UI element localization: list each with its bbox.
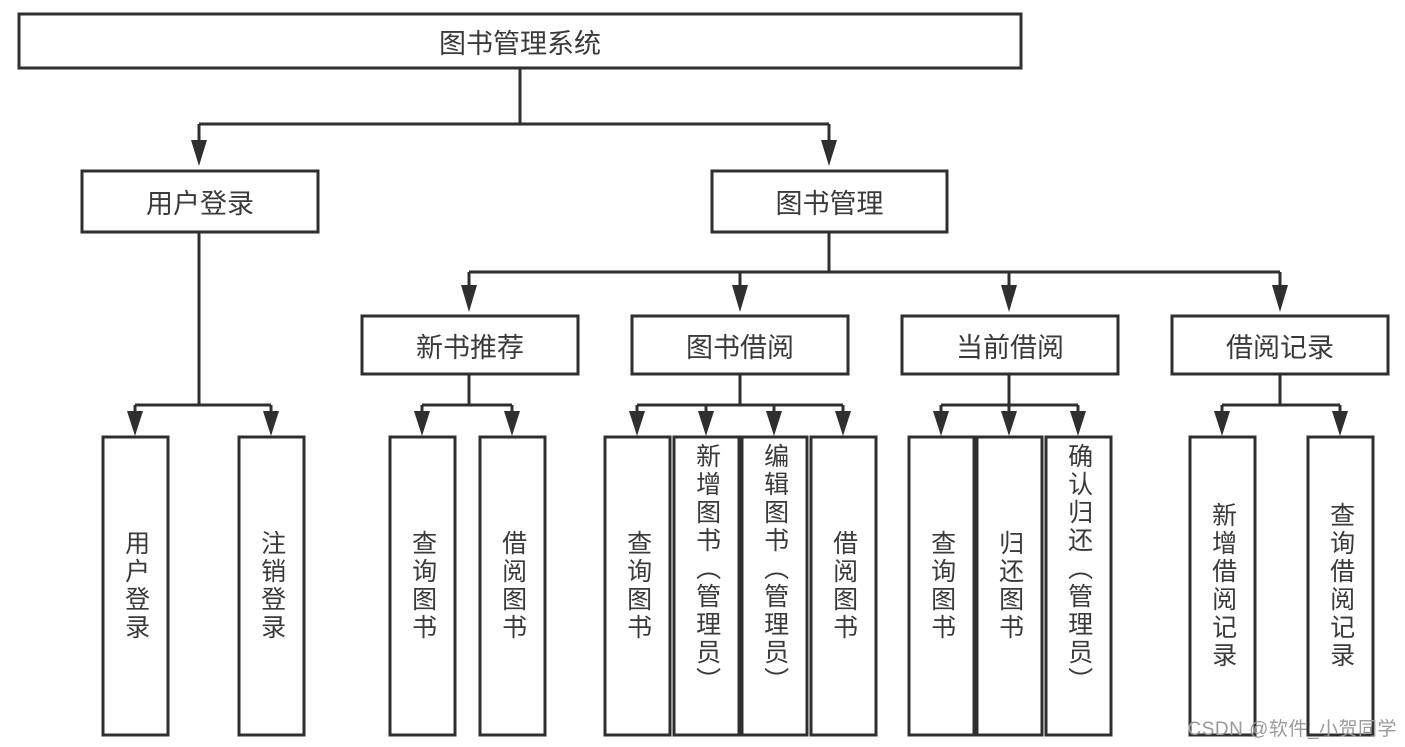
arrowhead-current-borrow xyxy=(1001,285,1017,312)
node-leaf-cb-return-book-box[interactable] xyxy=(975,435,1044,737)
node-leaf-cb-confirm-return-box[interactable] xyxy=(1044,435,1113,737)
arrowhead-cb-return-book xyxy=(1001,411,1017,436)
arrowhead-borrow-record xyxy=(1272,285,1288,312)
node-book-borrow-box[interactable] xyxy=(630,314,850,376)
node-leaf-nb-borrow-book-box[interactable] xyxy=(478,435,547,737)
node-leaf-br-query-record-box[interactable] xyxy=(1306,435,1375,737)
arrowhead-bb-edit-book xyxy=(766,411,782,436)
node-leaf-bb-add-book-box[interactable] xyxy=(672,435,741,737)
arrowhead-book-borrow xyxy=(732,285,748,312)
arrowhead-bb-borrow-book xyxy=(835,411,851,436)
arrowhead-bb-query-book xyxy=(629,411,645,436)
arrowhead-leaf-logout xyxy=(263,411,279,436)
arrowhead-bb-add-book xyxy=(698,411,714,436)
node-leaf-bb-borrow-book-box[interactable] xyxy=(809,435,878,737)
arrowhead-br-add-record xyxy=(1214,411,1230,436)
watermark-text: CSDN @软件_小贺同学 xyxy=(1187,719,1397,740)
node-leaf-user-login-box[interactable] xyxy=(101,435,170,737)
node-leaf-nb-query-book-box[interactable] xyxy=(388,435,457,737)
arrowhead-nb-query-book xyxy=(414,411,430,436)
arrowhead-leaf-user-login xyxy=(127,411,143,436)
arrowhead-br-query-record xyxy=(1332,411,1348,436)
arrowhead-user-login xyxy=(191,140,207,166)
node-leaf-br-add-record-box[interactable] xyxy=(1188,435,1257,737)
node-current-borrow-box[interactable] xyxy=(900,314,1120,376)
node-book-management-box[interactable] xyxy=(710,169,949,234)
node-new-book-recommend-box[interactable] xyxy=(360,314,580,376)
node-leaf-bb-query-book-box[interactable] xyxy=(603,435,672,737)
node-root-box[interactable] xyxy=(17,12,1023,70)
arrowhead-cb-confirm-return xyxy=(1070,411,1086,436)
arrowhead-cb-query-book xyxy=(933,411,949,436)
node-leaf-bb-edit-book-box[interactable] xyxy=(740,435,809,737)
node-borrow-record-box[interactable] xyxy=(1170,314,1390,376)
node-leaf-cb-query-book-box[interactable] xyxy=(907,435,976,737)
node-user-login-box[interactable] xyxy=(80,169,320,234)
arrowhead-nb-borrow-book xyxy=(504,411,520,436)
node-leaf-logout-box[interactable] xyxy=(237,435,306,737)
arrowhead-new-book-recommend xyxy=(461,285,477,312)
arrowhead-book-mgmt xyxy=(821,140,837,166)
